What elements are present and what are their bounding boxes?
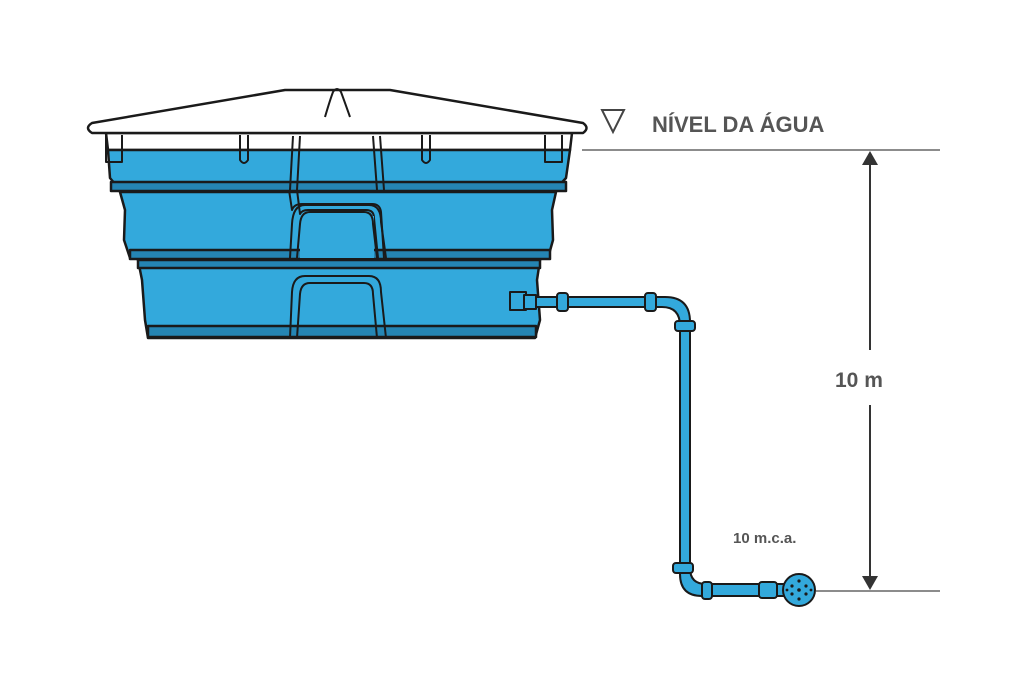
pressure-label: 10 m.c.a.	[733, 530, 796, 547]
tank-band	[109, 180, 568, 193]
water-level-triangle-icon	[600, 109, 626, 135]
tank-top-section-air	[104, 131, 574, 152]
arrow-up-icon	[862, 151, 878, 165]
tank-lid	[86, 88, 588, 135]
guides	[582, 109, 940, 592]
pipe-fitting	[758, 581, 778, 599]
pipe-fitting	[556, 292, 569, 312]
pipe-fitting	[644, 292, 657, 312]
tank-band	[136, 258, 542, 270]
arrow-down-icon	[862, 576, 878, 590]
pipe-fitting	[701, 581, 713, 600]
pipe-fitting	[674, 320, 696, 332]
pipe	[509, 291, 816, 607]
water-level-label: NÍVEL DA ÁGUA	[652, 112, 824, 137]
pipe-fitting	[523, 294, 537, 310]
lid-handle	[324, 88, 351, 118]
height-label: 10 m	[835, 369, 883, 392]
water-tank	[86, 88, 588, 340]
pipe-main	[519, 296, 791, 597]
pipe-fitting	[672, 562, 694, 574]
tank-band	[146, 324, 538, 339]
